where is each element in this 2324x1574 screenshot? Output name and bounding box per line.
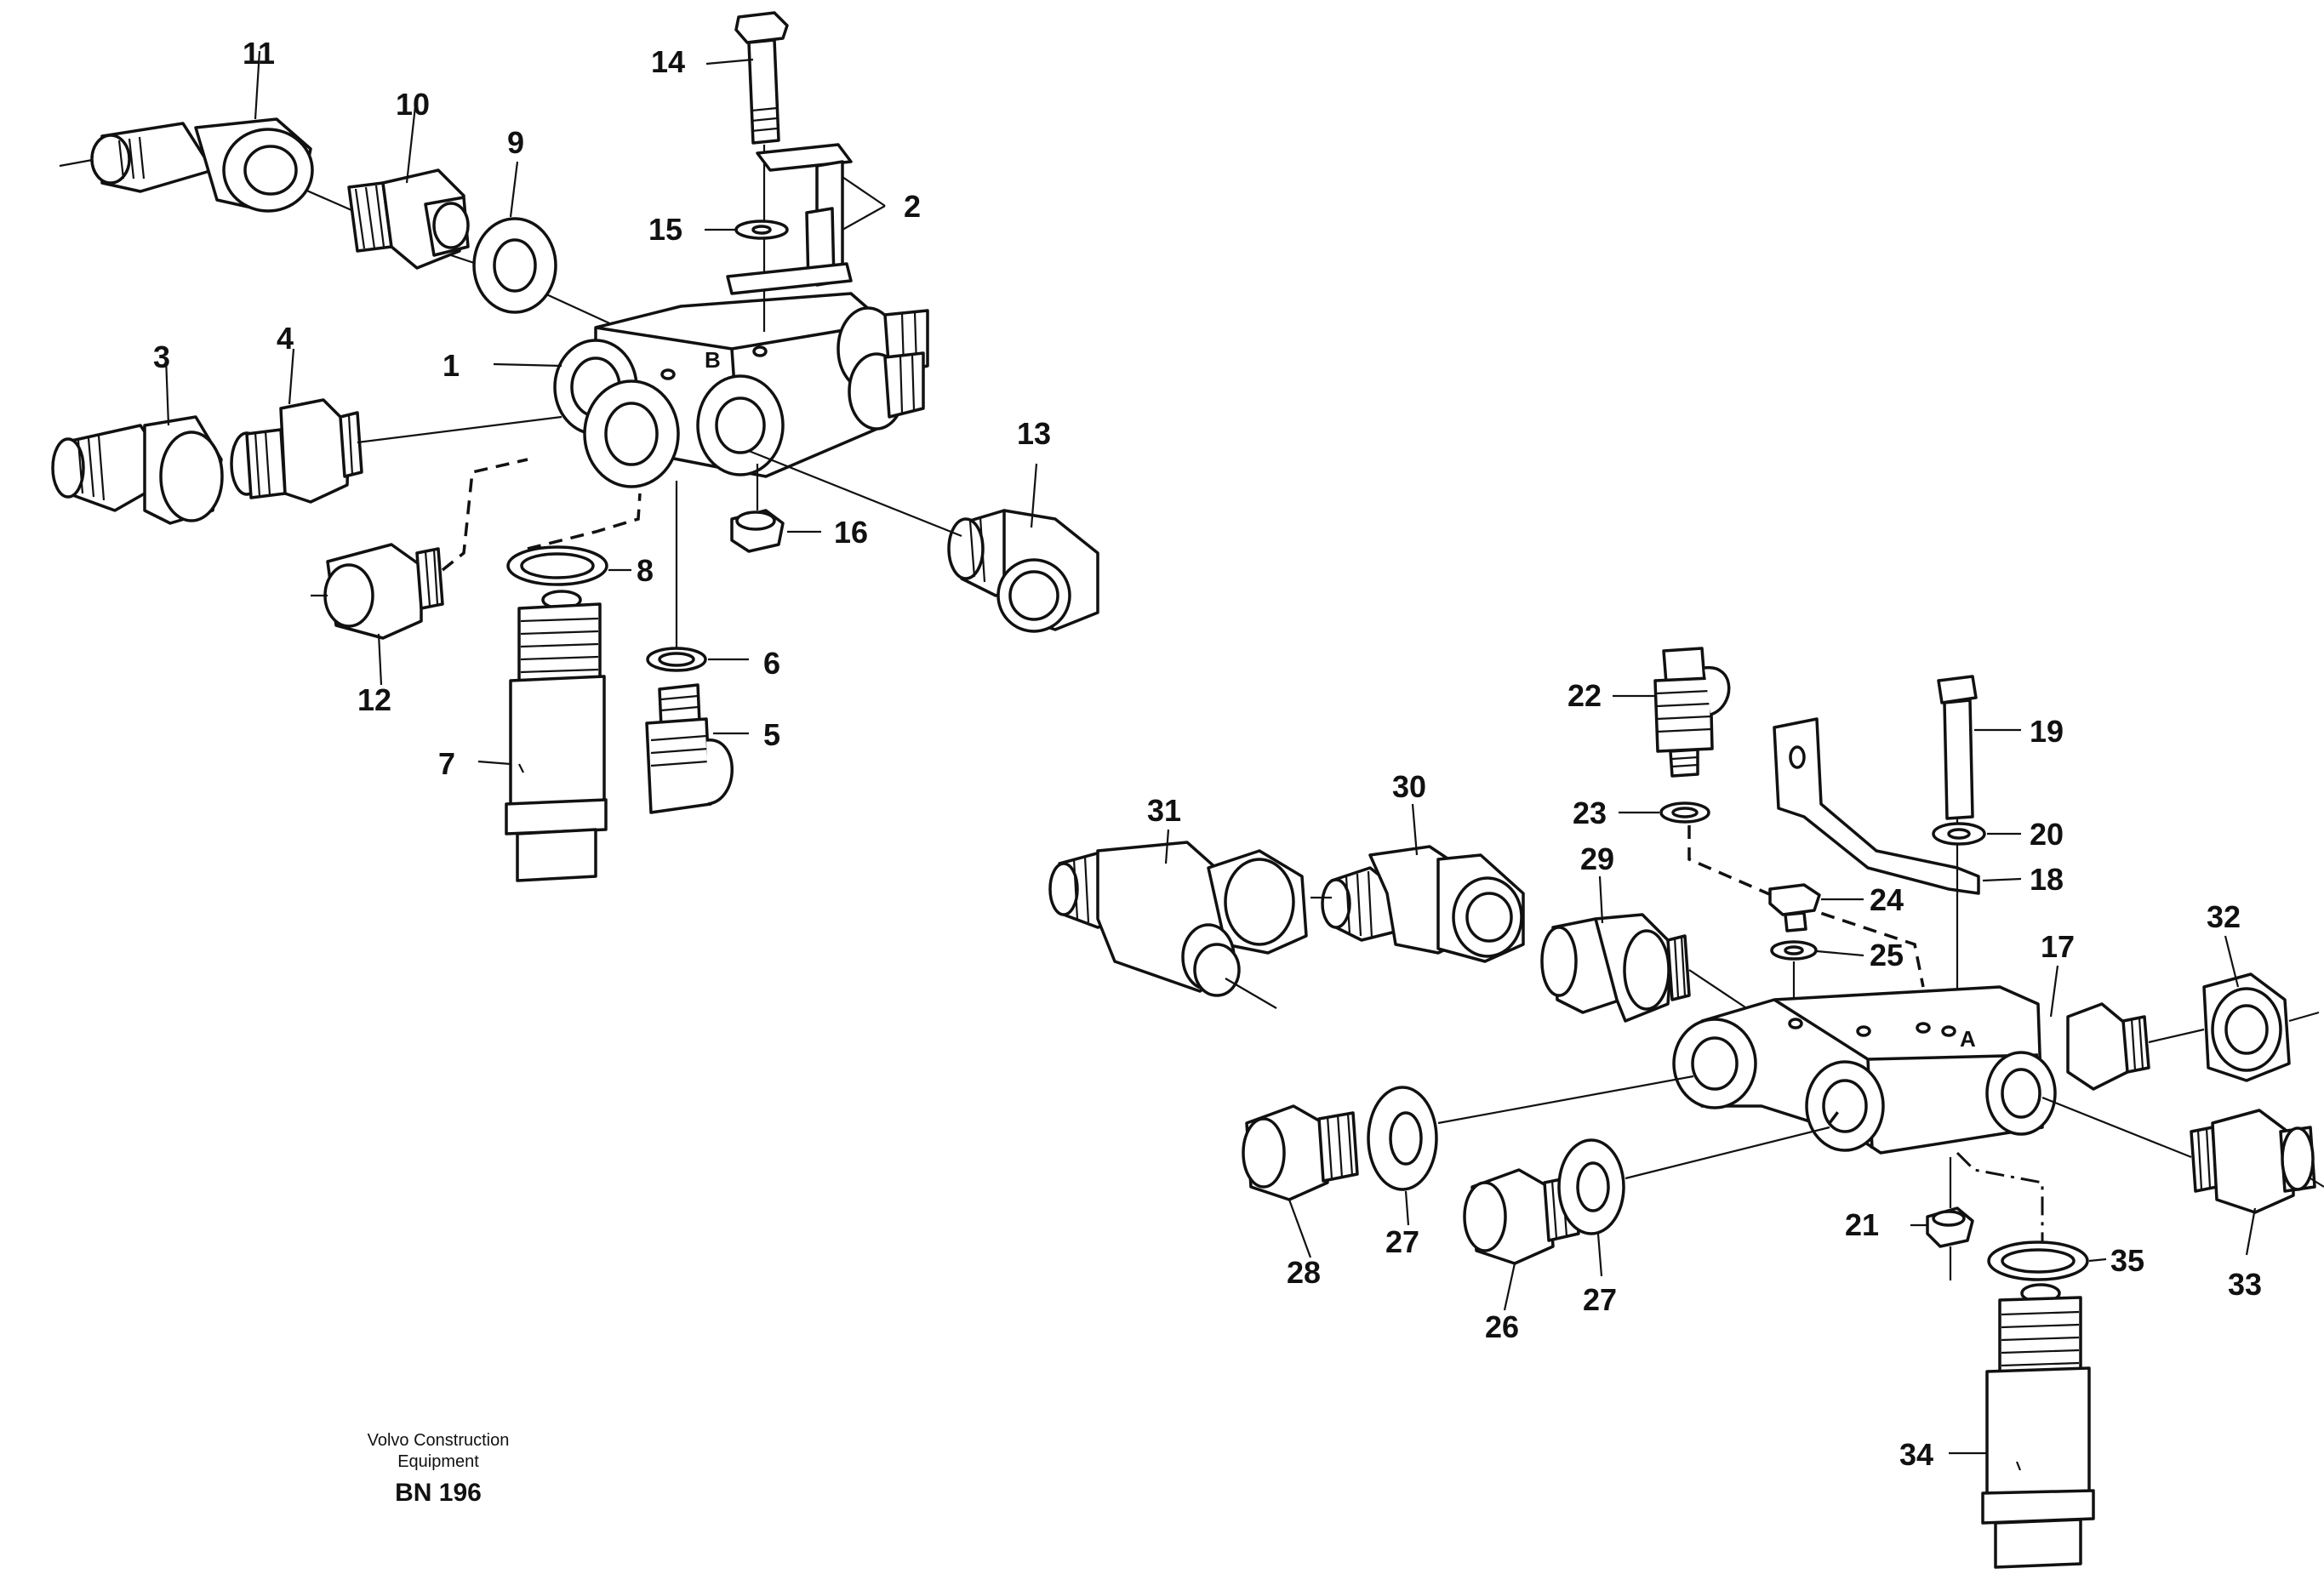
callout-16: 16	[834, 515, 868, 550]
part-32-cap-nut	[2148, 972, 2320, 1082]
part-10-adapter	[347, 168, 470, 270]
callout-27a: 27	[1385, 1224, 1419, 1259]
callout-10: 10	[396, 87, 430, 122]
part-33-adapter	[2041, 1096, 2324, 1214]
part-24-screw	[1768, 883, 1821, 932]
lower-leader-lines	[1164, 694, 2257, 1455]
callout-9: 9	[507, 125, 524, 160]
upper-leader-lines	[164, 50, 1038, 766]
callout-13: 13	[1017, 416, 1051, 451]
part-13-elbow	[748, 449, 1099, 633]
part-6-oring	[646, 481, 707, 672]
part-31-tee	[1048, 841, 1308, 1009]
part-2-bracket	[726, 143, 853, 295]
part-19-bolt	[1937, 675, 1978, 1004]
part-4-adapter	[230, 398, 562, 504]
callout-24: 24	[1870, 882, 1904, 917]
part-30-elbow	[1310, 845, 1525, 963]
valve-block-a	[1672, 985, 2150, 1155]
callout-3: 3	[153, 339, 170, 374]
part-27-washer-a	[1367, 1075, 1694, 1191]
part-16-plug	[730, 464, 785, 553]
footer-company-line1: Volvo Construction	[367, 1431, 510, 1450]
part-3-elbow	[51, 415, 224, 525]
part-12-adapter	[311, 458, 528, 640]
callout-2: 2	[904, 189, 921, 224]
footer-drawing-code: BN 196	[395, 1479, 482, 1507]
part-9-washer	[472, 217, 557, 314]
callout-6: 6	[763, 646, 780, 681]
part-27-washer-b	[1557, 1104, 1844, 1235]
callout-27b: 27	[1583, 1282, 1617, 1317]
callout-19: 19	[2030, 714, 2064, 749]
part-14-bolt	[734, 11, 789, 332]
part-22-test-point	[1653, 647, 1731, 778]
callout-34: 34	[1899, 1437, 1933, 1472]
part-20-washer	[1932, 822, 1986, 846]
callout-14: 14	[651, 44, 685, 79]
callout-12: 12	[357, 682, 391, 717]
part-15-washer	[734, 220, 789, 240]
callout-31: 31	[1147, 793, 1181, 828]
part-28-adapter	[1242, 1104, 1359, 1201]
footer-company-line2: Equipment	[397, 1452, 479, 1471]
callout-20: 20	[2030, 817, 2064, 852]
callout-28: 28	[1287, 1255, 1321, 1290]
part-8-seal	[506, 493, 642, 586]
callout-29: 29	[1580, 841, 1614, 876]
part-7-valve	[505, 590, 608, 882]
callout-17: 17	[2041, 929, 2075, 964]
part-5-test-point	[645, 683, 734, 814]
part-29-adapter	[1540, 913, 1754, 1023]
callout-22: 22	[1567, 678, 1602, 713]
callout-26: 26	[1485, 1309, 1519, 1344]
part-34-valve	[1981, 1283, 2095, 1569]
callout-8: 8	[637, 553, 654, 588]
callout-18: 18	[2030, 862, 2064, 897]
part-35-seal	[1956, 1151, 2089, 1281]
valve-block-b	[553, 292, 929, 488]
callout-5: 5	[763, 717, 780, 752]
callout-25: 25	[1870, 938, 1904, 972]
axis-upper-left	[59, 156, 648, 341]
part-21-plug	[1926, 1157, 1974, 1280]
callout-35: 35	[2110, 1243, 2144, 1278]
part-11-elbow	[90, 117, 314, 213]
callout-7: 7	[438, 746, 455, 781]
callout-4: 4	[277, 321, 294, 356]
callout-33: 33	[2228, 1267, 2262, 1302]
callout-1: 1	[443, 348, 460, 383]
callout-11: 11	[243, 36, 275, 71]
part-25-washer	[1770, 940, 1818, 1012]
callout-21: 21	[1845, 1207, 1879, 1242]
port-label-a: A	[1960, 1026, 1976, 1052]
port-label-b: B	[705, 347, 721, 373]
callout-23: 23	[1573, 796, 1607, 830]
callout-32: 32	[2207, 899, 2241, 934]
callout-15: 15	[648, 212, 682, 247]
callout-30: 30	[1392, 769, 1426, 804]
